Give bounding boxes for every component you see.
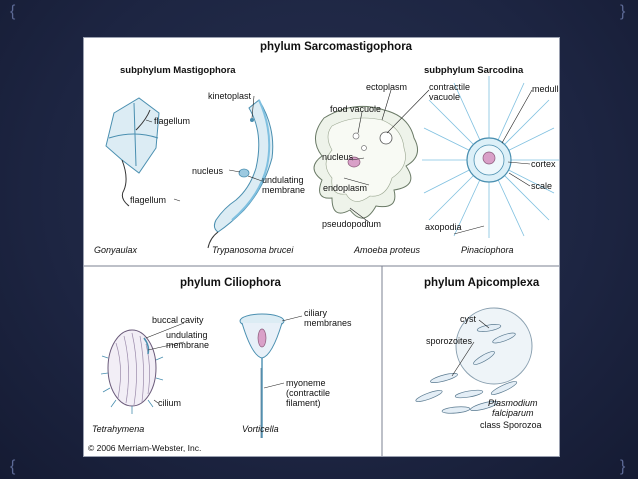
label-class-sporozoa: class Sporozoa [480, 420, 542, 430]
gonyaulax-organism [106, 98, 159, 206]
species-vorticella: Vorticella [242, 424, 279, 434]
phylum-apicomplexa-title: phylum Apicomplexa [424, 277, 539, 289]
label-myoneme: myoneme (contractile filament) [286, 378, 330, 408]
label-ciliary-membranes: ciliary membranes [304, 308, 352, 328]
corner-bracket-bottom-right: } [620, 459, 625, 475]
label-ectoplasm: ectoplasm [366, 82, 407, 92]
species-pinaciophora: Pinaciophora [461, 245, 514, 255]
label-nucleus-amoeba: nucleus [322, 152, 353, 162]
corner-bracket-top-left: { [10, 4, 15, 20]
corner-bracket-top-right: } [620, 4, 625, 20]
subphylum-mastigophora-label: subphylum Mastigophora [120, 65, 236, 76]
label-scale: scale [531, 181, 552, 191]
amoeba-organism [314, 106, 418, 218]
label-axopodia: axopodia [425, 222, 462, 232]
species-plasmodium-falciparum: Plasmodium falciparum [488, 398, 538, 418]
species-tetrahymena: Tetrahymena [92, 424, 144, 434]
label-flagellum-gonyaulax-top: flagellum [154, 116, 190, 126]
label-nucleus-trypanosoma: nucleus [192, 166, 223, 176]
label-flagellum-gonyaulax-bottom: flagellum [130, 195, 166, 205]
label-buccal-cavity: buccal cavity [152, 315, 204, 325]
label-pseudopodium: pseudopodium [322, 219, 381, 229]
label-medulla: medulla [532, 84, 560, 94]
species-amoeba-proteus: Amoeba proteus [354, 245, 420, 255]
protozoa-diagram-panel: phylum Sarcomastigophora subphylum Masti… [83, 37, 560, 457]
tetrahymena-organism [101, 330, 163, 414]
label-cyst: cyst [460, 314, 476, 324]
species-trypanosoma-brucei: Trypanosoma brucei [212, 245, 293, 255]
vorticella-organism [240, 314, 284, 438]
label-kinetoplast: kinetoplast [208, 91, 251, 101]
label-cortex: cortex [531, 159, 556, 169]
label-endoplasm: endoplasm [323, 183, 367, 193]
subphylum-sarcodina-label: subphylum Sarcodina [424, 65, 523, 76]
species-gonyaulax: Gonyaulax [94, 245, 137, 255]
label-undulating-membrane-tetrahymena: undulating membrane [166, 330, 209, 350]
label-contractile-vacuole: contractile vacuole [429, 82, 470, 102]
phylum-sarcomastigophora-title: phylum Sarcomastigophora [260, 41, 412, 53]
label-cilium: cilium [158, 398, 181, 408]
phylum-ciliophora-title: phylum Ciliophora [180, 277, 281, 289]
copyright-notice: © 2006 Merriam-Webster, Inc. [88, 443, 201, 453]
label-sporozoites: sporozoites [426, 336, 472, 346]
corner-bracket-bottom-left: { [10, 459, 15, 475]
label-undulating-membrane-trypanosoma: undulating membrane [262, 175, 305, 195]
label-food-vacuole: food vacuole [330, 104, 381, 114]
